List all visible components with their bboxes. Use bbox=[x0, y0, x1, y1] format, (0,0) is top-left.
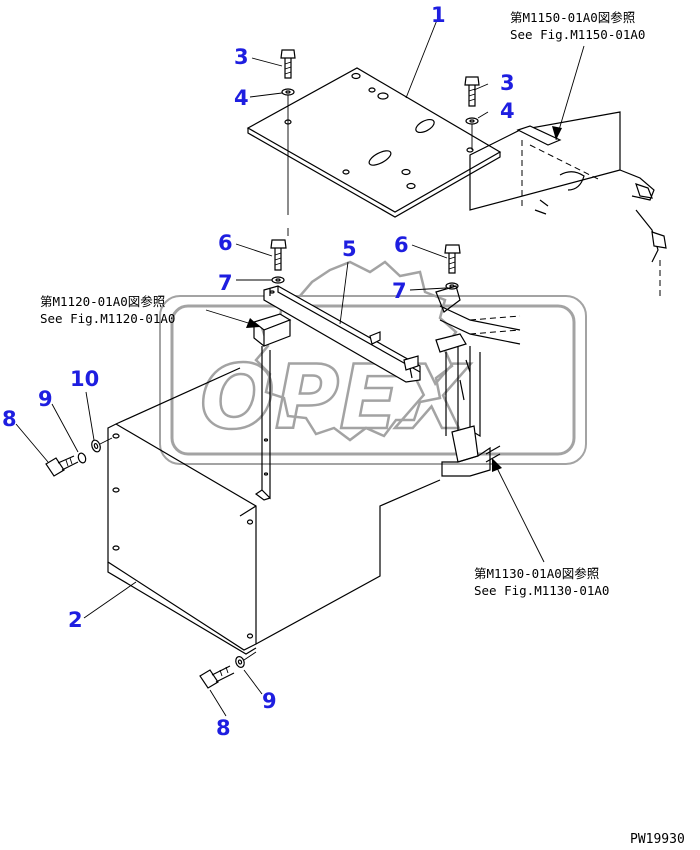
washer-10 bbox=[91, 439, 101, 453]
part-1-cover-plate bbox=[246, 67, 502, 218]
callout-9-lower: 9 bbox=[262, 689, 277, 713]
washer-4-right bbox=[465, 117, 479, 125]
ref-m1150-jp: 第M1150-01A0図参照 bbox=[510, 10, 635, 25]
callout-7-right: 7 bbox=[392, 279, 407, 303]
callout-5: 5 bbox=[342, 237, 357, 261]
callout-4-right: 4 bbox=[500, 99, 515, 123]
part-5-stay bbox=[263, 285, 421, 383]
bolt-8-upper-axis bbox=[99, 437, 113, 445]
reference-notes: 第M1150-01A0図参照 See Fig.M1150-01A0 第M1120… bbox=[40, 10, 645, 598]
callout-6-left: 6 bbox=[218, 231, 233, 255]
callout-3-right: 3 bbox=[500, 71, 515, 95]
right-vertical-bracket bbox=[435, 285, 521, 477]
figure-id: PW19930 bbox=[630, 832, 685, 847]
callout-2: 2 bbox=[68, 608, 83, 632]
bolt-8-upper bbox=[45, 455, 79, 477]
ref-m1120-jp: 第M1120-01A0図参照 bbox=[40, 294, 165, 309]
callout-4-left: 4 bbox=[234, 86, 249, 110]
ref-m1130-jp: 第M1130-01A0図参照 bbox=[474, 566, 599, 581]
bolt-6-right bbox=[444, 244, 461, 274]
washer-9-lower bbox=[235, 656, 245, 668]
leader-lines bbox=[15, 19, 489, 717]
ref-m1150-en: See Fig.M1150-01A0 bbox=[510, 27, 645, 42]
washer-4-left bbox=[281, 88, 295, 96]
callout-8-lower: 8 bbox=[216, 716, 231, 740]
bolt-8-lower bbox=[199, 665, 235, 689]
bolt-3-left bbox=[280, 49, 296, 79]
watermark-frame bbox=[170, 304, 576, 456]
callout-8-upper: 8 bbox=[2, 407, 17, 431]
callout-numbers: 1 2 3 3 4 4 5 6 6 7 7 8 8 9 9 10 bbox=[2, 3, 515, 740]
ref-m1120-en: See Fig.M1120-01A0 bbox=[40, 311, 175, 326]
left-vertical-bracket bbox=[252, 313, 292, 501]
bolt-3-right bbox=[464, 76, 480, 107]
callout-6-right: 6 bbox=[394, 233, 409, 257]
callout-10: 10 bbox=[70, 367, 99, 391]
ref-arrows bbox=[205, 45, 585, 563]
bolt-8-lower-axis bbox=[243, 651, 257, 661]
opex-watermark: OPEX bbox=[159, 260, 587, 465]
washer-7-left bbox=[271, 276, 285, 284]
callout-3-left: 3 bbox=[234, 45, 249, 69]
bolt-6-left bbox=[270, 239, 287, 271]
callout-1: 1 bbox=[431, 3, 446, 27]
ref-m1150-bracket-sketch bbox=[469, 111, 667, 300]
part-2-side-panel bbox=[107, 367, 441, 655]
watermark-text: OPEX bbox=[200, 346, 471, 449]
callout-9-upper: 9 bbox=[38, 387, 53, 411]
watermark-outer-frame bbox=[159, 295, 587, 465]
ref-m1130-en: See Fig.M1130-01A0 bbox=[474, 583, 609, 598]
washer-9-upper bbox=[77, 452, 87, 464]
callout-7-left: 7 bbox=[218, 271, 233, 295]
